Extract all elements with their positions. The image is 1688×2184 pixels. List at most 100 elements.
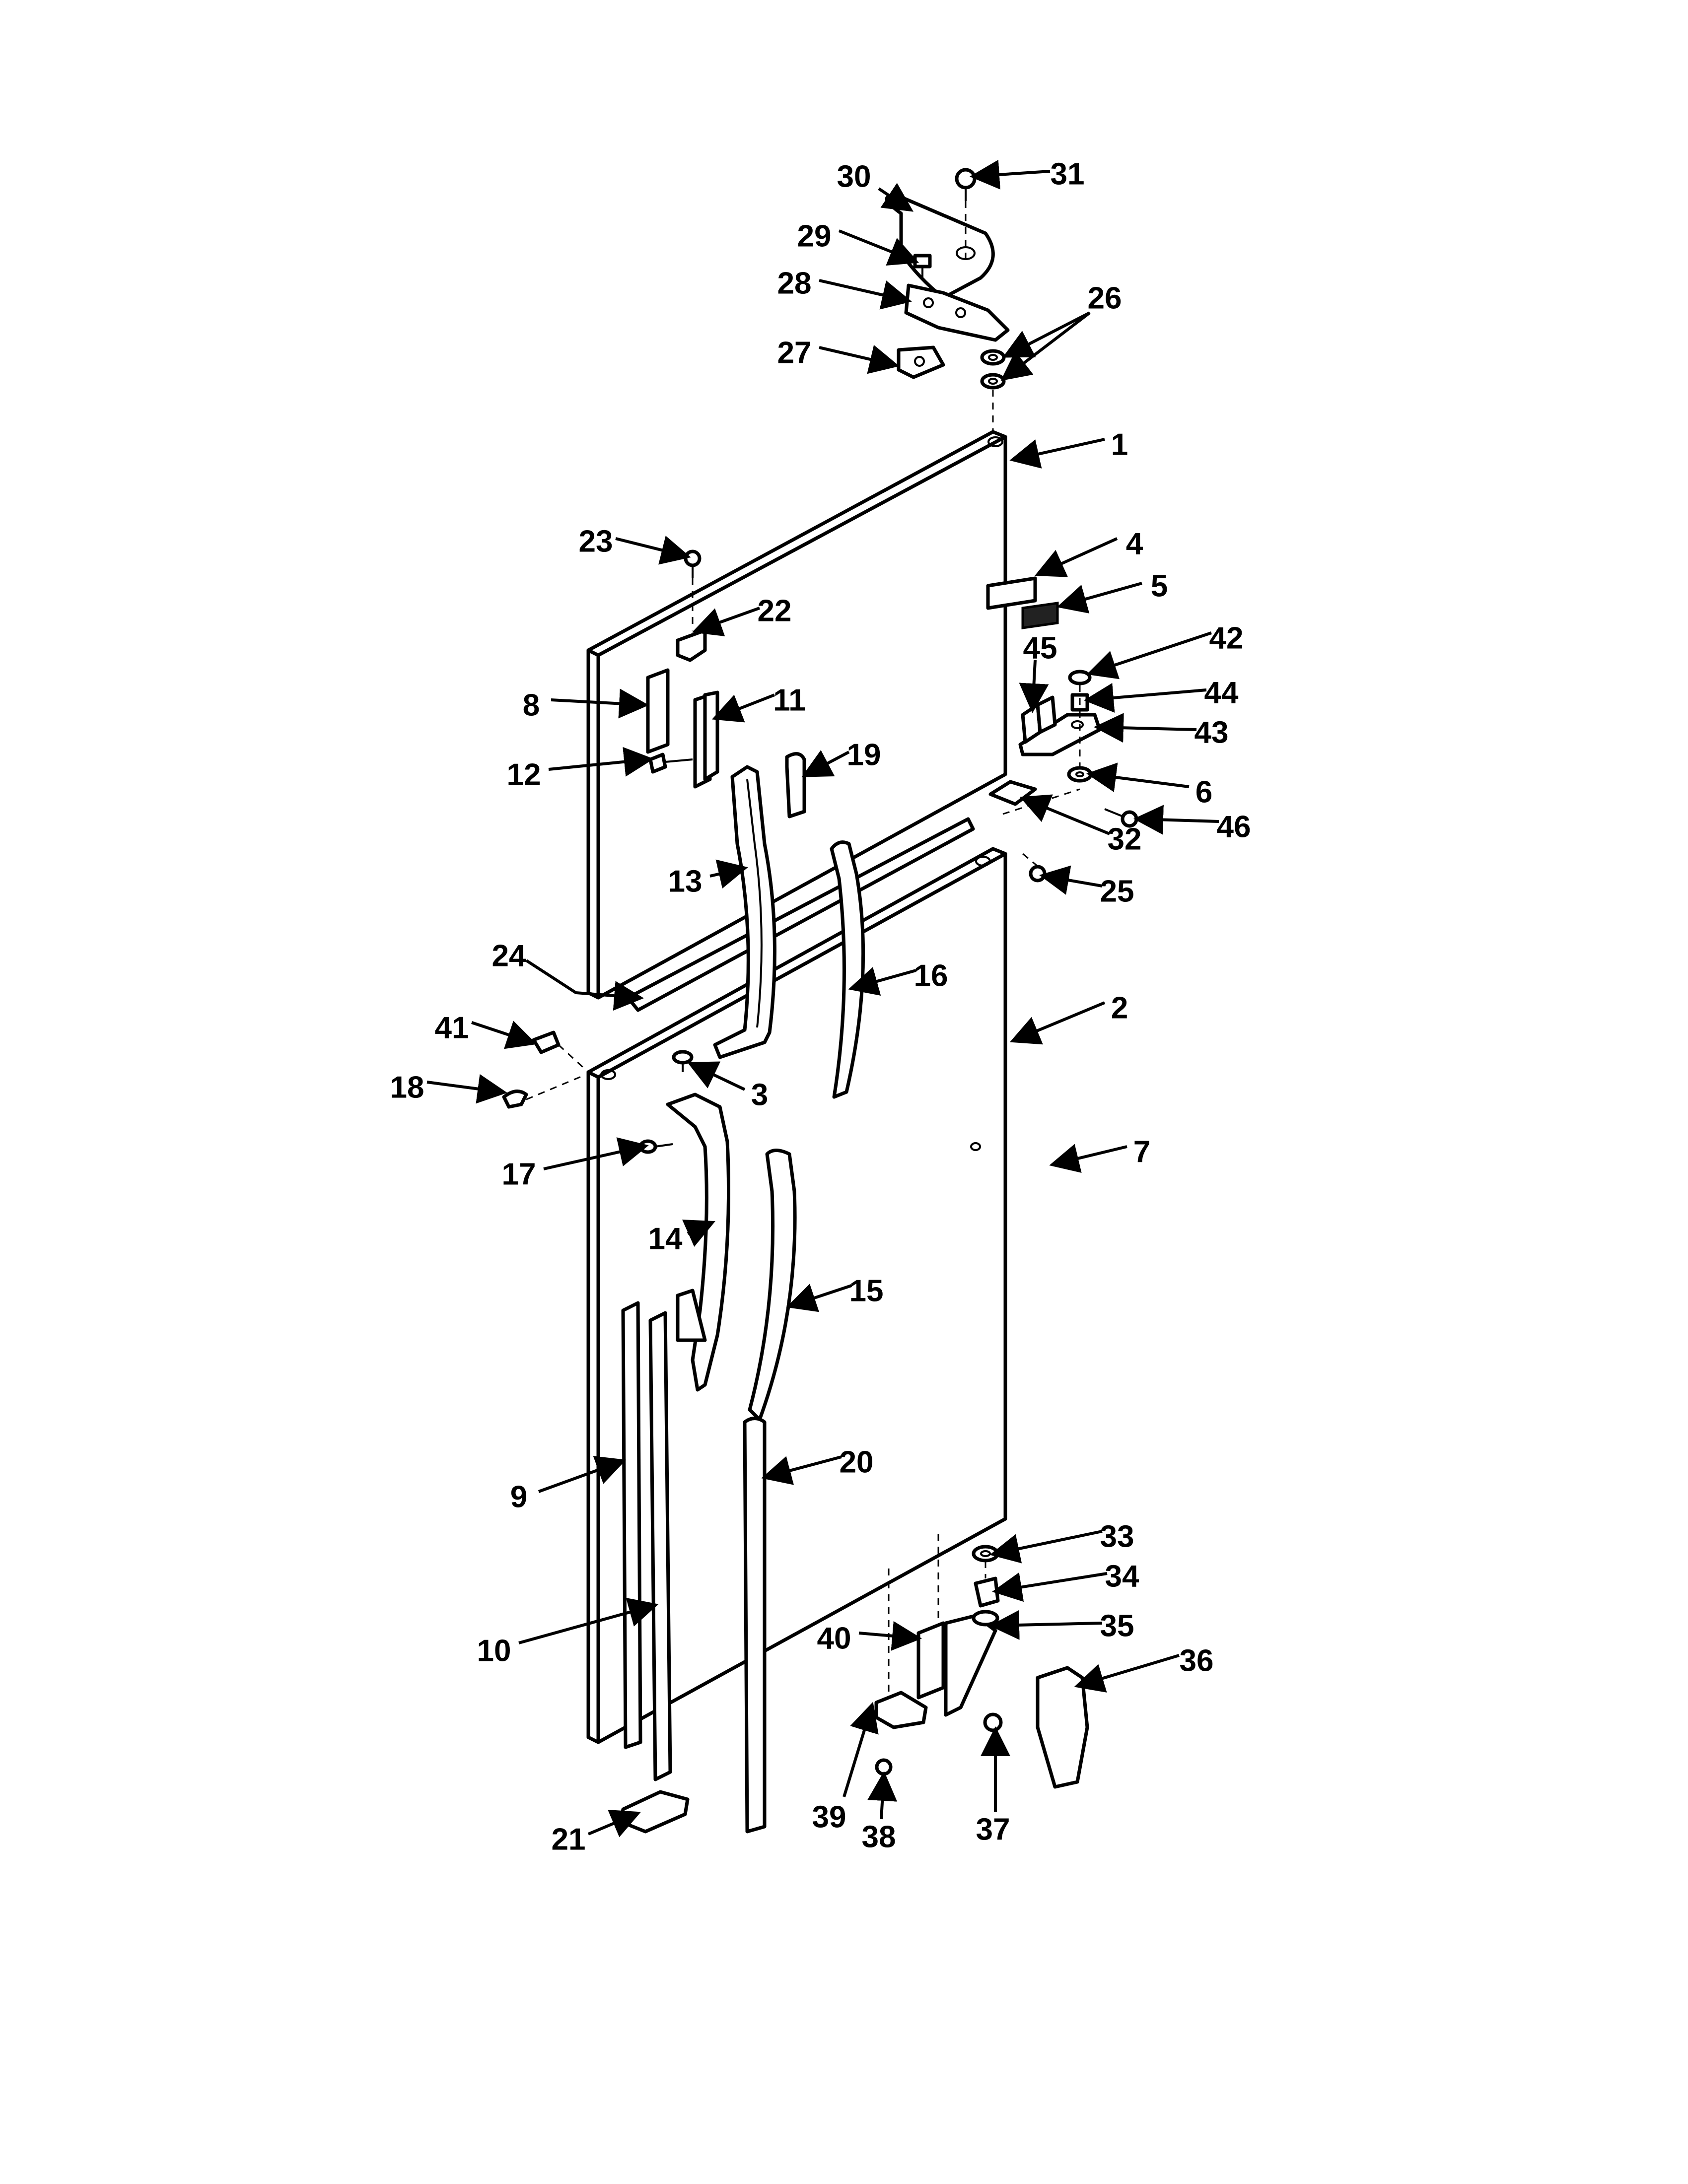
callout-41: 41 xyxy=(435,1011,537,1049)
callout-22: 22 xyxy=(692,594,792,636)
callout-label-16: 16 xyxy=(914,958,948,993)
callout-label-43: 43 xyxy=(1195,715,1229,750)
callout-label-33: 33 xyxy=(1100,1519,1134,1554)
callout-leader-16 xyxy=(848,967,916,996)
callout-5: 5 xyxy=(1056,569,1168,614)
callout-16: 16 xyxy=(848,958,948,996)
callout-leader-32 xyxy=(1019,794,1111,835)
callout-label-9: 9 xyxy=(510,1480,527,1514)
callout-6: 6 xyxy=(1086,762,1212,809)
callout-label-40: 40 xyxy=(817,1621,851,1655)
callout-layer: 1234567891011121314151617181920212223242… xyxy=(390,157,1251,1856)
callout-leader-41 xyxy=(471,1021,537,1049)
callout-label-36: 36 xyxy=(1180,1643,1214,1678)
fresh-food-door-handle xyxy=(666,1092,730,1392)
callout-leader-21 xyxy=(587,1809,641,1838)
callout-leader-30 xyxy=(878,183,914,212)
callout-leader-19 xyxy=(801,750,850,777)
callout-leader-12 xyxy=(548,747,654,777)
callout-14: 14 xyxy=(648,1220,715,1256)
callout-42: 42 xyxy=(1086,621,1243,680)
callout-leader-2 xyxy=(1009,1001,1106,1045)
callout-label-21: 21 xyxy=(552,1822,586,1856)
callout-23: 23 xyxy=(579,524,691,565)
callout-21: 21 xyxy=(552,1809,641,1856)
callout-label-15: 15 xyxy=(849,1274,884,1308)
callout-leader-25 xyxy=(1039,865,1103,895)
freezer-handle-trim xyxy=(830,840,865,1099)
freezer-door-handle xyxy=(713,765,776,1059)
bottom-pad-21 xyxy=(619,1790,690,1834)
callout-leader-24 xyxy=(525,959,644,1011)
callout-3: 3 xyxy=(687,1061,768,1112)
callout-leader-29 xyxy=(838,229,919,266)
handle-end-cap-19 xyxy=(785,752,806,819)
strip-8 xyxy=(646,668,670,754)
callout-40: 40 xyxy=(817,1621,922,1655)
callout-7: 7 xyxy=(1049,1135,1150,1173)
callout-leader-26 xyxy=(1002,311,1091,358)
callout-label-13: 13 xyxy=(668,864,703,898)
callout-label-29: 29 xyxy=(797,219,832,253)
vertical-trim-20 xyxy=(743,1417,767,1834)
callout-1: 1 xyxy=(1009,427,1128,469)
callout-label-10: 10 xyxy=(477,1634,511,1668)
callout-leader-34 xyxy=(992,1572,1108,1602)
clip-41 xyxy=(532,1030,561,1054)
callout-leader-39 xyxy=(843,1702,879,1797)
callout-leader-9 xyxy=(538,1456,627,1493)
callout-20: 20 xyxy=(761,1445,874,1485)
callout-39: 39 xyxy=(812,1702,879,1834)
callout-leader-13 xyxy=(709,859,748,889)
callout-leader-27 xyxy=(819,344,900,374)
callout-leader-8 xyxy=(551,688,649,719)
callout-10: 10 xyxy=(477,1597,659,1668)
screw-37 xyxy=(983,1712,1003,1732)
callout-leader-43 xyxy=(1094,713,1197,743)
callout-leader-46 xyxy=(1133,805,1219,835)
callout-31: 31 xyxy=(970,157,1084,191)
washer-6 xyxy=(1067,766,1093,783)
callout-leader-28 xyxy=(819,279,912,310)
hinge-washers xyxy=(980,349,1006,390)
callout-8: 8 xyxy=(523,688,649,722)
callout-34: 34 xyxy=(992,1559,1139,1602)
callout-37: 37 xyxy=(976,1726,1010,1846)
callout-leader-5 xyxy=(1056,582,1142,614)
washer-33 xyxy=(972,1545,999,1563)
callout-label-18: 18 xyxy=(390,1070,424,1104)
callout-label-8: 8 xyxy=(523,688,540,722)
callout-label-32: 32 xyxy=(1108,822,1142,856)
callout-35: 35 xyxy=(989,1609,1134,1643)
callout-leader-4 xyxy=(1035,537,1118,577)
handle-bracket-upper xyxy=(693,690,719,789)
callout-leader-42 xyxy=(1086,631,1212,680)
callout-28: 28 xyxy=(777,266,912,310)
door-gasket-strip-9 xyxy=(621,1301,642,1749)
callout-leader-22 xyxy=(692,607,761,636)
callout-label-19: 19 xyxy=(847,738,881,772)
handle-screw-upper xyxy=(684,549,702,578)
callout-17: 17 xyxy=(502,1137,649,1191)
callout-label-12: 12 xyxy=(507,757,541,792)
top-hinge xyxy=(904,283,1010,342)
callout-leader-26 xyxy=(1000,311,1091,381)
callout-9: 9 xyxy=(510,1456,627,1514)
callout-leader-18 xyxy=(426,1074,507,1104)
callout-12: 12 xyxy=(507,747,654,792)
name-plate xyxy=(986,576,1037,610)
callout-label-20: 20 xyxy=(840,1445,874,1479)
callout-label-7: 7 xyxy=(1133,1135,1150,1169)
callout-label-4: 4 xyxy=(1126,527,1143,561)
callout-label-23: 23 xyxy=(579,524,613,558)
callout-4: 4 xyxy=(1035,527,1143,577)
callout-2: 2 xyxy=(1009,991,1128,1045)
callout-label-30: 30 xyxy=(837,159,871,194)
screw-3 xyxy=(672,1050,694,1072)
callout-leader-36 xyxy=(1074,1654,1180,1693)
callout-label-22: 22 xyxy=(758,594,792,628)
callout-label-14: 14 xyxy=(648,1222,683,1256)
callout-13: 13 xyxy=(668,859,748,898)
callout-25: 25 xyxy=(1039,865,1134,908)
callout-26: 26 xyxy=(1000,281,1122,381)
